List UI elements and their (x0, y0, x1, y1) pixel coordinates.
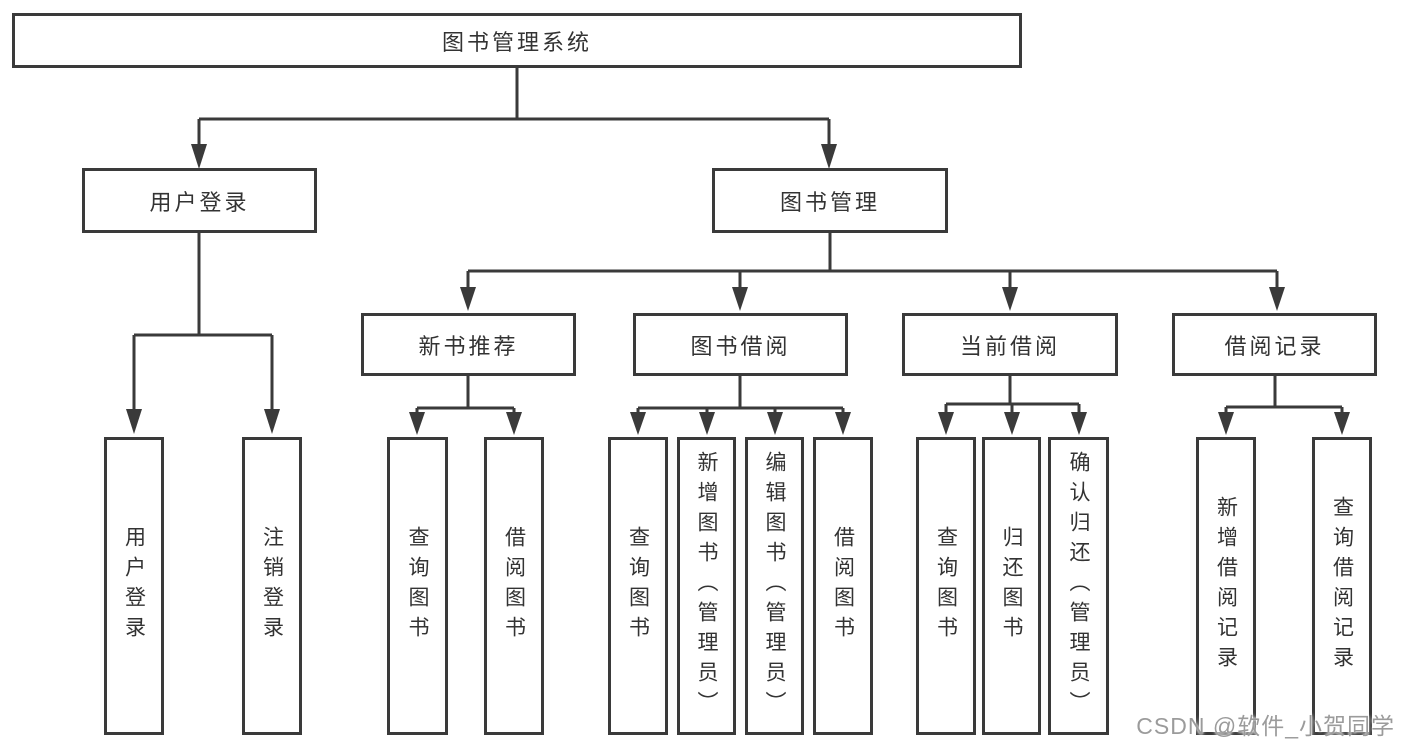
node-current-borrow-label: 当前借阅 (959, 333, 1060, 359)
leaf-borrow-books-recommend-label: 借阅图书 (502, 526, 526, 646)
leaf-query-books-recommend-label: 查询图书 (406, 526, 429, 646)
leaf-query-borrow-record-label: 查询借阅记录 (1330, 496, 1354, 676)
node-borrow-records-label: 借阅记录 (1224, 333, 1325, 359)
leaf-query-books-current: 查询图书 (916, 437, 976, 735)
leaf-edit-books-admin: 编辑图书（管理员） (745, 437, 804, 735)
node-book-borrow-label: 图书借阅 (690, 333, 791, 359)
leaf-edit-books-admin-label: 编辑图书（管理员） (763, 451, 786, 721)
node-new-book-recommend-label: 新书推荐 (418, 333, 519, 359)
leaf-add-borrow-record: 新增借阅记录 (1196, 437, 1256, 735)
leaf-add-borrow-record-label: 新增借阅记录 (1214, 496, 1238, 676)
leaf-confirm-return-admin: 确认归还（管理员） (1048, 437, 1109, 735)
leaf-query-borrow-record: 查询借阅记录 (1312, 437, 1372, 735)
node-root-label: 图书管理系统 (441, 29, 592, 55)
leaf-query-books-borrow-label: 查询图书 (626, 526, 650, 646)
leaf-borrow-books-label: 借阅图书 (831, 526, 855, 646)
node-book-borrow: 图书借阅 (633, 313, 848, 376)
leaf-query-books-borrow: 查询图书 (608, 437, 668, 735)
node-user-login-label: 用户登录 (149, 189, 250, 215)
node-user-login: 用户登录 (82, 168, 317, 233)
node-root: 图书管理系统 (12, 13, 1022, 68)
leaf-logout: 注销登录 (242, 437, 302, 735)
node-current-borrow: 当前借阅 (902, 313, 1118, 376)
node-book-management-label: 图书管理 (779, 189, 880, 215)
leaf-logout-label: 注销登录 (260, 526, 284, 646)
leaf-user-login-label: 用户登录 (122, 526, 146, 646)
leaf-user-login: 用户登录 (104, 437, 164, 735)
node-new-book-recommend: 新书推荐 (361, 313, 576, 376)
leaf-return-books-label: 归还图书 (1000, 526, 1023, 646)
node-borrow-records: 借阅记录 (1172, 313, 1377, 376)
leaf-return-books: 归还图书 (982, 437, 1041, 735)
leaf-borrow-books: 借阅图书 (813, 437, 873, 735)
leaf-borrow-books-recommend: 借阅图书 (484, 437, 544, 735)
csdn-watermark: CSDN @软件_小贺同学 (1136, 713, 1395, 739)
leaf-query-books-recommend: 查询图书 (387, 437, 448, 735)
leaf-confirm-return-admin-label: 确认归还（管理员） (1067, 451, 1090, 721)
leaf-add-books-admin: 新增图书（管理员） (677, 437, 736, 735)
leaf-query-books-current-label: 查询图书 (934, 526, 958, 646)
node-book-management: 图书管理 (712, 168, 948, 233)
leaf-add-books-admin-label: 新增图书（管理员） (695, 451, 718, 721)
